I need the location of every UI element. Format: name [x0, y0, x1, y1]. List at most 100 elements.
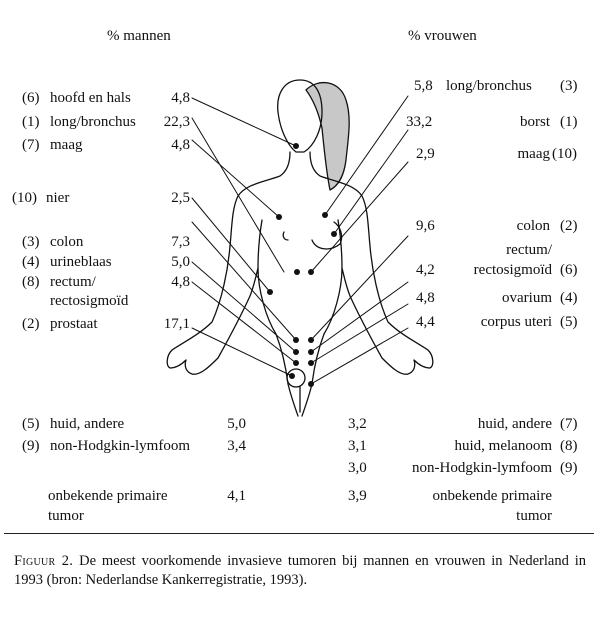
dot-men-head-neck: [293, 143, 299, 149]
women-site-unknown-line2: tumor: [516, 508, 552, 524]
leader-men-kidney: [191, 197, 271, 293]
men-site-stomach: maag: [50, 137, 83, 153]
men-pct-prostate: 17,1: [163, 316, 190, 332]
leader-women-stomach: [310, 161, 409, 273]
caption-label: Figuur 2.: [14, 553, 74, 569]
dot-women-colon: [308, 337, 314, 343]
men-site-colon: colon: [50, 234, 84, 250]
women-pct-lung: 5,8: [414, 78, 433, 94]
dot-women-breast: [331, 231, 337, 237]
women-rank-melanoma: (8): [560, 438, 578, 454]
men-site-skin: huid, andere: [50, 416, 125, 432]
women-site-uterus: corpus uteri: [480, 314, 552, 330]
dot-women-rectum: [308, 349, 314, 355]
leader-men-prostate: [191, 327, 293, 377]
women-pct-rectum: 4,2: [416, 262, 435, 278]
women-site-breast: borst: [520, 114, 550, 130]
women-site-melanoma: huid, melanoom: [454, 438, 553, 454]
women-rank-ovary: (4): [560, 290, 578, 306]
women-site-rectum-line2: rectosigmoïd: [473, 262, 552, 278]
men-site-unknown-line2: tumor: [48, 508, 84, 524]
men-rank-bladder: (4): [22, 254, 40, 270]
leader-men-rectum: [191, 281, 297, 364]
leader-women-colon: [310, 235, 409, 341]
men-rank-rectum: (8): [22, 274, 40, 290]
leader-women-lung: [324, 95, 409, 216]
men-rank-lung: (1): [22, 114, 40, 130]
women-site-stomach: maag: [517, 146, 550, 162]
leader-women-breast: [333, 129, 409, 235]
dot-men-lung: [294, 269, 300, 275]
men-rank-nhl: (9): [22, 438, 40, 454]
women-rank-rectum: (6): [560, 262, 578, 278]
leader-men-head-neck: [191, 97, 297, 147]
leader-men-bladder: [191, 261, 297, 353]
dot-men-stomach: [276, 214, 282, 220]
women-site-ovary: ovarium: [502, 290, 552, 306]
left-inner-arm: [257, 219, 263, 269]
men-site-rectum-line2: rectosigmoïd: [50, 293, 129, 309]
men-site-prostate: prostaat: [50, 316, 98, 332]
women-rank-lung: (3): [560, 78, 578, 94]
men-pct-lung: 22,3: [163, 114, 190, 130]
women-rank-skin: (7): [560, 416, 578, 432]
women-site-rectum: rectum/: [506, 242, 552, 258]
women-site-lung: long/bronchus: [446, 78, 532, 94]
men-site-kidney: nier: [46, 190, 70, 206]
men-pct-colon: 7,3: [171, 234, 190, 250]
leader-men-lung: [191, 117, 285, 273]
men-pct-bladder: 5,0: [171, 254, 190, 270]
leader-men-colon: [191, 221, 297, 341]
men-rank-kidney: (10): [12, 190, 37, 206]
men-rank-stomach: (7): [22, 137, 40, 153]
women-pct-ovary: 4,8: [416, 290, 435, 306]
men-pct-head-neck: 4,8: [171, 90, 190, 106]
women-site-colon: colon: [516, 218, 550, 234]
men-pct-kidney: 2,5: [171, 190, 190, 206]
leader-women-ovary: [310, 303, 409, 364]
men-rank-colon: (3): [22, 234, 40, 250]
women-site-skin: huid, andere: [477, 416, 552, 432]
dot-men-bladder: [293, 349, 299, 355]
caption-text: De meest voorkomende invasieve tumoren b…: [14, 553, 586, 588]
men-site-bladder: urineblaas: [50, 254, 112, 270]
women-rank-stomach: (10): [552, 146, 577, 162]
dot-women-lung: [322, 212, 328, 218]
women-rank-uterus: (5): [560, 314, 578, 330]
male-chest-mark: [282, 231, 289, 241]
leader-women-rectum: [310, 281, 409, 353]
men-pct-rectum: 4,8: [171, 274, 190, 290]
figure-caption: Figuur 2. De meest voorkomende invasieve…: [14, 552, 586, 590]
dot-women-uterus: [308, 381, 314, 387]
women-site-unknown: onbekende primaire: [432, 488, 552, 504]
men-pct-unknown: 4,1: [227, 488, 246, 504]
dot-women-ovary: [308, 360, 314, 366]
women-rank-nhl: (9): [560, 460, 578, 476]
female-hair: [305, 81, 350, 191]
men-pct-nhl: 3,4: [227, 438, 246, 454]
dot-men-kidney: [267, 289, 273, 295]
women-pct-melanoma: 3,1: [348, 438, 367, 454]
men-site-nhl: non-Hodgkin-lymfoom: [50, 438, 190, 454]
dot-men-colon: [293, 337, 299, 343]
dot-men-prostate: [289, 373, 295, 379]
head-outline: [277, 79, 323, 153]
men-header: % mannen: [107, 28, 171, 44]
men-site-rectum: rectum/: [50, 274, 96, 290]
women-header: % vrouwen: [408, 28, 477, 44]
women-rank-breast: (1): [560, 114, 578, 130]
women-pct-uterus: 4,4: [416, 314, 435, 330]
caption-rule: [4, 533, 594, 534]
women-rank-colon: (2): [560, 218, 578, 234]
dot-women-stomach: [308, 269, 314, 275]
women-pct-breast: 33,2: [406, 114, 433, 130]
men-rank-head-neck: (6): [22, 90, 40, 106]
women-pct-colon: 9,6: [416, 218, 435, 234]
body-outline: [166, 151, 434, 417]
women-pct-stomach: 2,9: [416, 146, 435, 162]
men-rank-prostate: (2): [22, 316, 40, 332]
women-site-nhl: non-Hodgkin-lymfoom: [412, 460, 552, 476]
men-pct-skin: 5,0: [227, 416, 246, 432]
dot-men-rectum: [293, 360, 299, 366]
